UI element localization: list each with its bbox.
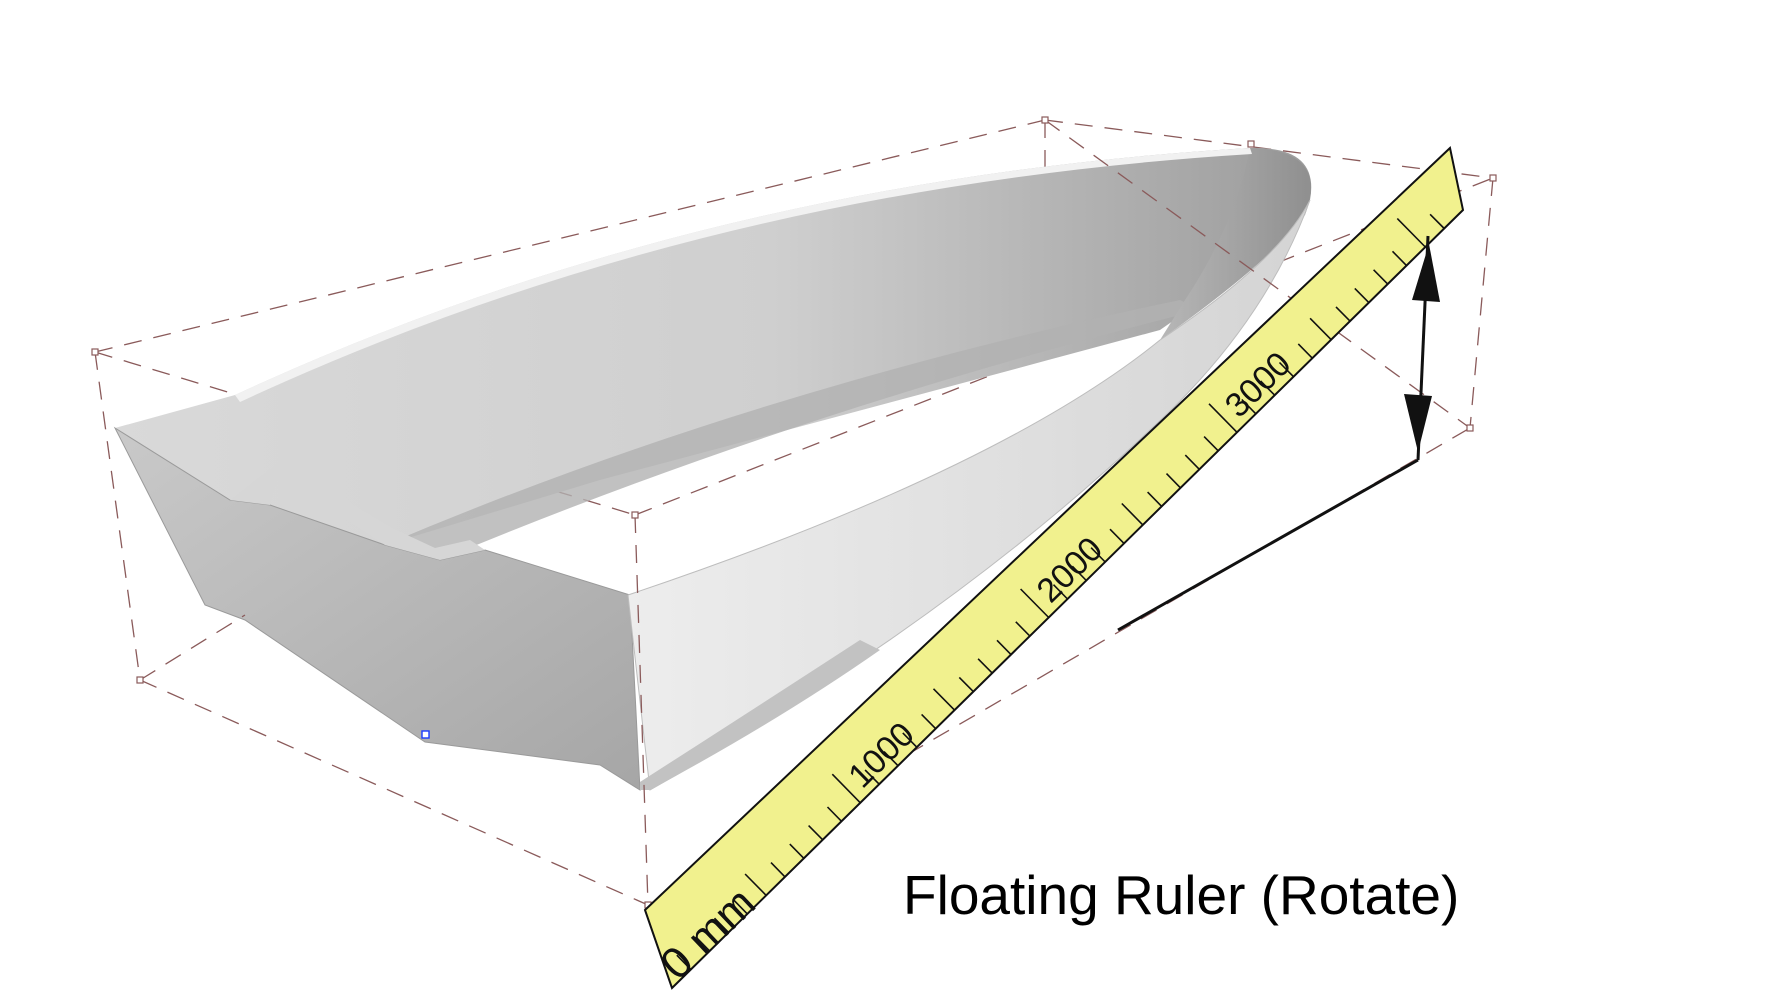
ruler-minor-tick	[1260, 380, 1276, 396]
ruler-minor-tick	[1297, 343, 1313, 359]
bbox-edge	[139, 614, 246, 681]
hull-floor-strip	[385, 300, 1200, 560]
measurement-arrow[interactable]	[1117, 235, 1440, 632]
arrowhead-bottom	[1404, 394, 1432, 452]
bbox-corner-handle[interactable]	[91, 348, 99, 356]
ruler-minor-tick	[1429, 213, 1445, 230]
ruler-minor-tick	[932, 688, 956, 711]
ruler-minor-tick	[732, 899, 748, 915]
figure-caption: Floating Ruler (Rotate)	[903, 864, 1460, 926]
bbox-corner-handle[interactable]	[1489, 174, 1497, 182]
ruler-minor-tick	[1090, 547, 1106, 563]
ruler-minor-tick	[902, 732, 918, 748]
boat-hull[interactable]	[113, 147, 1312, 791]
ruler-major-tick	[1396, 217, 1426, 248]
ruler-minor-tick	[1147, 491, 1163, 507]
ruler-minor-tick	[1203, 436, 1219, 452]
hull-side-panel	[627, 199, 1311, 791]
ruler-minor-tick	[1165, 473, 1182, 489]
ruler-minor-tick	[695, 936, 711, 952]
ruler-minor-tick	[1335, 306, 1351, 322]
ruler-minor-tick	[1373, 269, 1389, 285]
ruler-minor-tick	[1309, 317, 1332, 341]
hull-stern-notch	[230, 462, 485, 560]
bbox-edge	[94, 351, 141, 681]
bbox-edge	[1044, 119, 1471, 429]
ruler-minor-tick	[996, 639, 1012, 656]
ruler-minor-tick	[826, 806, 843, 822]
ruler-minor-tick	[713, 917, 730, 933]
ruler-minor-tick	[1354, 287, 1370, 304]
ruler-minor-tick	[1071, 565, 1087, 582]
ruler-minor-tick	[958, 676, 974, 693]
ruler-minor-tick	[789, 843, 805, 859]
bbox-edge	[139, 679, 649, 906]
ruler-minor-tick	[744, 873, 767, 896]
ruler-minor-tick	[883, 750, 899, 767]
ruler-minor-tick	[1241, 398, 1257, 415]
bounding-box-handles[interactable]	[91, 116, 1497, 909]
bbox-corner-handle[interactable]	[1041, 116, 1049, 124]
arrowhead-top	[1412, 244, 1440, 302]
ruler-minor-tick	[1278, 361, 1295, 378]
keel-control-point[interactable]	[421, 730, 430, 739]
hull-bottom-shade	[640, 640, 880, 790]
ruler-major-tick	[1208, 403, 1238, 433]
measure-guide-line	[1117, 458, 1419, 632]
ruler-body[interactable]	[643, 146, 1465, 990]
double-headed-arrow-icon	[1404, 244, 1440, 452]
ruler-minor-tick	[1109, 528, 1125, 544]
ruler-minor-tick	[1121, 502, 1144, 526]
bbox-edge	[94, 119, 1046, 353]
bbox-edge	[1469, 177, 1494, 429]
ruler-minor-tick	[921, 713, 937, 730]
ruler-minor-tick	[808, 825, 824, 841]
bbox-corner-handle[interactable]	[136, 676, 144, 684]
bbox-corner-handle[interactable]	[1247, 140, 1255, 148]
ruler-minor-tick	[1015, 621, 1031, 637]
hull-inner-surface	[115, 147, 1312, 545]
ruler-ticks	[676, 213, 1445, 971]
ruler-minor-tick	[770, 862, 786, 878]
bbox-corner-handle[interactable]	[1466, 424, 1474, 432]
ruler-minor-tick	[1184, 454, 1200, 470]
ruler-minor-tick	[1391, 250, 1408, 267]
ruler-minor-tick	[676, 954, 692, 971]
ruler-major-tick	[1020, 588, 1050, 619]
ruler-major-tick	[831, 773, 861, 804]
ruler-minor-tick	[864, 769, 880, 785]
ruler-minor-tick	[977, 658, 993, 674]
bbox-edge	[634, 514, 649, 906]
ruler-minor-tick	[1052, 584, 1069, 600]
hull-bow-inner	[1160, 148, 1311, 340]
bbox-corner-handle[interactable]	[631, 511, 639, 519]
